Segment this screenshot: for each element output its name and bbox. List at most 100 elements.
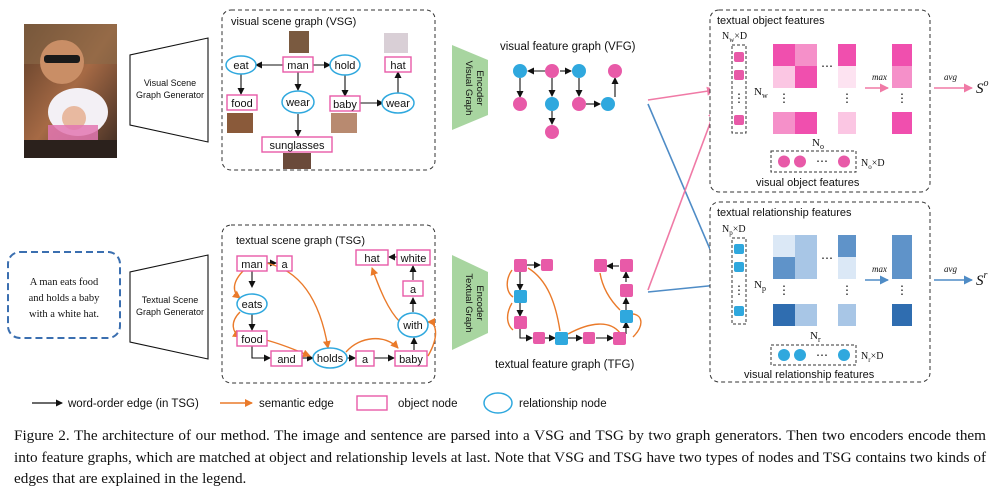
vsg-title: visual scene graph (VSG) bbox=[231, 16, 356, 28]
vsg-relation-hold: hold bbox=[329, 54, 361, 76]
object-score-sup: o bbox=[984, 78, 989, 89]
man-thumbnail bbox=[289, 31, 309, 53]
relation-row-sub: p bbox=[762, 284, 766, 293]
object-dim-top: Nw×D bbox=[722, 31, 747, 44]
legend-relationship-swatch bbox=[483, 392, 513, 414]
tsg-baby-label: baby bbox=[399, 354, 423, 366]
textual-feature-graph: textual feature graph (TFG) bbox=[495, 259, 642, 371]
relation-bottom-n: N bbox=[861, 351, 868, 362]
vfg-title: visual feature graph (VFG) bbox=[500, 41, 636, 53]
object-row-n: N bbox=[754, 86, 762, 98]
relation-bottom-suffix: ×D bbox=[871, 351, 884, 362]
tsg-with-label: with bbox=[402, 320, 423, 332]
sentence-line-2: and holds a baby bbox=[29, 293, 101, 304]
object-score-s: S bbox=[976, 81, 984, 97]
vsg-hold-label: hold bbox=[335, 60, 356, 72]
vsg-object-sunglasses: sunglasses bbox=[261, 136, 333, 153]
textual-encoder-label-1: Textual Graph bbox=[463, 273, 474, 332]
vsg-wear-label-2: wear bbox=[385, 98, 410, 110]
vsg-wear-label-1: wear bbox=[285, 97, 310, 109]
object-bottom-suffix: ×D bbox=[872, 158, 885, 169]
tsg-a-label-2: a bbox=[362, 354, 369, 366]
vsg-hat-label: hat bbox=[390, 60, 405, 72]
object-panel-title: textual object features bbox=[717, 15, 825, 27]
tsg-eats-label: eats bbox=[242, 299, 263, 311]
relation-hdots-matrix: ⋯ bbox=[821, 251, 833, 265]
vsg-generator-label-2: Graph Generator bbox=[136, 90, 204, 100]
tsg-object-a-1: a bbox=[276, 255, 293, 272]
object-bottom-title: visual object features bbox=[756, 177, 860, 189]
vsg-object-man: man bbox=[282, 56, 314, 73]
object-row-label: Nw bbox=[754, 86, 768, 100]
relation-bottom-dim: Nr×D bbox=[861, 351, 883, 364]
input-photo bbox=[24, 24, 117, 158]
sentence-line-3: with a white hat. bbox=[29, 309, 99, 320]
vsg-man-label: man bbox=[287, 60, 308, 72]
vsg-generator: Visual Scene Graph Generator bbox=[129, 37, 209, 143]
vsg-panel: visual scene graph (VSG) eat man bbox=[221, 9, 436, 171]
relation-bottom-sub: r bbox=[868, 356, 871, 364]
relation-vdots-4: ⋮ bbox=[896, 283, 908, 297]
object-bottom-dim: No×D bbox=[861, 158, 885, 171]
relation-bottom-title: visual relationship features bbox=[744, 369, 875, 381]
tsg-a-label-1: a bbox=[281, 259, 288, 271]
tsg-object-and: and bbox=[270, 350, 303, 367]
object-features-panel: textual object features Nw×D ⋮ Nw ⋯ ⋮ ⋮ … bbox=[709, 9, 931, 193]
tsg-generator-label-2: Graph Generator bbox=[136, 307, 204, 317]
relation-dim-top-suffix: ×D bbox=[733, 224, 746, 235]
object-avg-label: avg bbox=[944, 72, 957, 82]
vsg-relation-eat: eat bbox=[225, 55, 257, 75]
relation-vdots-3: ⋮ bbox=[841, 283, 853, 297]
tsg-man-label: man bbox=[241, 259, 262, 271]
relation-max-label: max bbox=[872, 264, 887, 274]
visual-graph-encoder: Visual Graph Encoder bbox=[452, 45, 488, 130]
tsg-object-white: white bbox=[396, 249, 431, 266]
input-sentence-box: A man eats food and holds a baby with a … bbox=[7, 251, 121, 339]
tsg-object-a-3: a bbox=[402, 280, 424, 297]
object-vdots-4: ⋮ bbox=[896, 91, 908, 105]
tsg-panel: textual scene graph (TSG) bbox=[221, 224, 437, 384]
object-col-n: N bbox=[812, 137, 820, 149]
object-hdots-matrix: ⋯ bbox=[821, 59, 833, 73]
relation-hdots-bottom: ⋯ bbox=[816, 348, 828, 362]
vsg-object-hat: hat bbox=[384, 56, 412, 73]
matching-arrows bbox=[647, 86, 719, 293]
legend: word-order edge (in TSG) semantic edge o… bbox=[32, 392, 607, 414]
object-score: So bbox=[976, 78, 989, 97]
object-hdots-bottom: ⋯ bbox=[816, 154, 828, 168]
tsg-object-hat: hat bbox=[355, 249, 389, 266]
vsg-object-baby: baby bbox=[329, 95, 361, 112]
relation-vdots-1: ⋮ bbox=[733, 283, 745, 297]
object-dim-top-sub: w bbox=[729, 36, 735, 44]
figure-caption: Figure 2. The architecture of our method… bbox=[14, 427, 986, 487]
tsg-object-baby: baby bbox=[394, 350, 428, 367]
visual-encoder-label-2: Encoder bbox=[474, 70, 485, 105]
relation-row-n: N bbox=[754, 279, 762, 291]
relation-vdots-2: ⋮ bbox=[778, 283, 790, 297]
relation-score: Sr bbox=[976, 270, 988, 289]
object-bottom-sub: o bbox=[868, 163, 872, 171]
tfg-title: textual feature graph (TFG) bbox=[495, 359, 635, 371]
object-row-sub: w bbox=[762, 91, 768, 100]
vsg-generator-label-1: Visual Scene bbox=[144, 78, 196, 88]
object-bottom-n: N bbox=[861, 158, 868, 169]
tsg-a-label-3: a bbox=[410, 284, 417, 296]
object-max-label: max bbox=[872, 72, 887, 82]
relation-similarity-matrix bbox=[773, 235, 856, 326]
vsg-baby-label: baby bbox=[333, 99, 357, 111]
vsg-food-label: food bbox=[231, 98, 252, 110]
relation-dim-top: Np×D bbox=[722, 224, 746, 237]
legend-semantic-label: semantic edge bbox=[259, 398, 334, 410]
tsg-and-label: and bbox=[277, 354, 295, 366]
object-vdots-2: ⋮ bbox=[778, 91, 790, 105]
relation-dim-top-n: N bbox=[722, 224, 729, 235]
object-col-label: No bbox=[812, 137, 824, 151]
tsg-title: textual scene graph (TSG) bbox=[236, 235, 365, 247]
tsg-generator: Textual Scene Graph Generator bbox=[129, 254, 209, 360]
legend-word-order-label: word-order edge (in TSG) bbox=[67, 398, 199, 410]
tsg-relation-with: with bbox=[397, 312, 429, 338]
relation-score-s: S bbox=[976, 273, 984, 289]
relationship-features-panel: textual relationship features Np×D ⋮ Np … bbox=[709, 201, 931, 383]
tsg-hat-label: hat bbox=[364, 253, 379, 265]
object-vdots-3: ⋮ bbox=[841, 91, 853, 105]
